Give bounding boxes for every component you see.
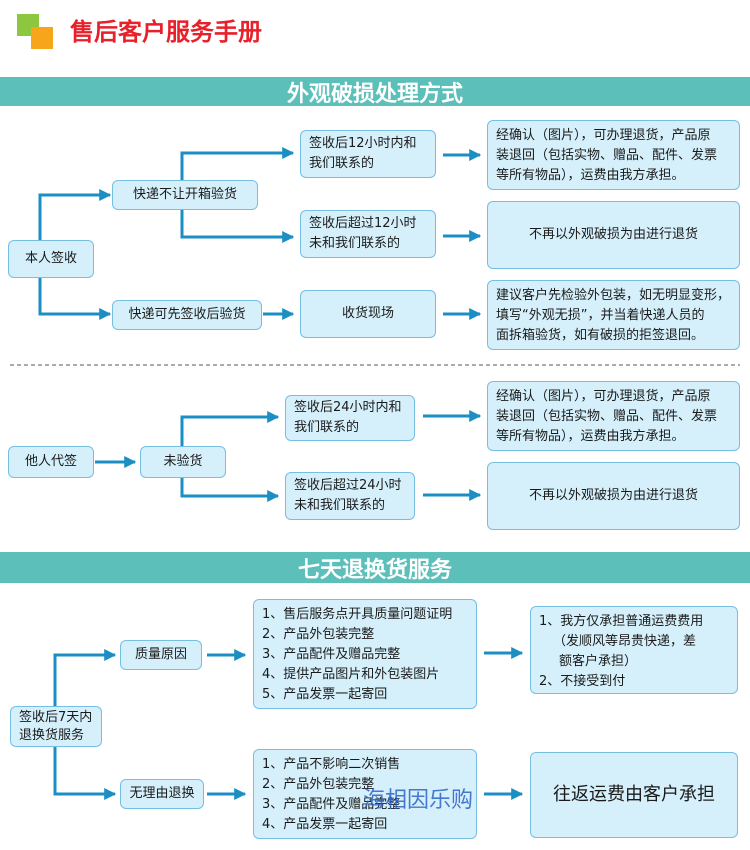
result-no-box-2: 不再以外观破损为由进行退货 [487,462,740,530]
no-reason-box: 无理由退换 [120,779,204,809]
seven-day-start-box: 签收后7天内退换货服务 [10,706,102,747]
over24-box: 签收后超过24小时未和我们联系的 [285,472,415,520]
no-reason-items-box: 1、产品不影响二次销售 2、产品外包装完整 3、产品配件及赠品完整 4、产品发票… [253,749,477,839]
logo-orange-square [31,27,53,49]
within12-box: 签收后12小时内和我们联系的 [300,130,436,178]
quality-items-box: 1、售后服务点开具质量问题证明 2、产品外包装完整 3、产品配件及赠品完整 4、… [253,599,477,709]
quality-reason-box: 质量原因 [120,640,202,670]
within24-box: 签收后24小时内和我们联系的 [285,395,415,441]
not-checked-box: 未验货 [140,446,226,478]
over12-box: 签收后超过12小时未和我们联系的 [300,210,436,258]
result-ok-box-2: 经确认（图片），可办理退货，产品原 装退回（包括实物、赠品、配件、发票 等所有物… [487,381,740,451]
open-first-box: 快递可先签收后验货 [112,300,262,330]
watermark: 海相因乐购 [363,788,474,813]
result-no-box: 不再以外观破损为由进行退货 [487,201,740,269]
advice-box: 建议客户先检验外包装，如无明显变形， 填写“外观无损”，并当着快递人员的 面拆箱… [487,280,740,350]
no-open-box: 快递不让开箱验货 [112,180,258,210]
section1-title: 外观破损处理方式 [0,77,750,107]
section2-title: 七天退换货服务 [0,552,750,583]
result-ok-box: 经确认（图片），可办理退货，产品原 装退回（包括实物、赠品、配件、发票 等所有物… [487,120,740,190]
self-sign-box: 本人签收 [8,240,94,278]
page-title: 售后客户服务手册 [70,18,262,46]
no-reason-result-box: 往返运费由客户承担 [530,752,738,838]
quality-result-box: 1、我方仅承担普通运费费用 （发顺风等昂贵快递，差 额客户承担） 2、不接受到付 [530,606,738,694]
at-scene-box: 收货现场 [300,290,436,338]
other-sign-box: 他人代签 [8,446,94,478]
